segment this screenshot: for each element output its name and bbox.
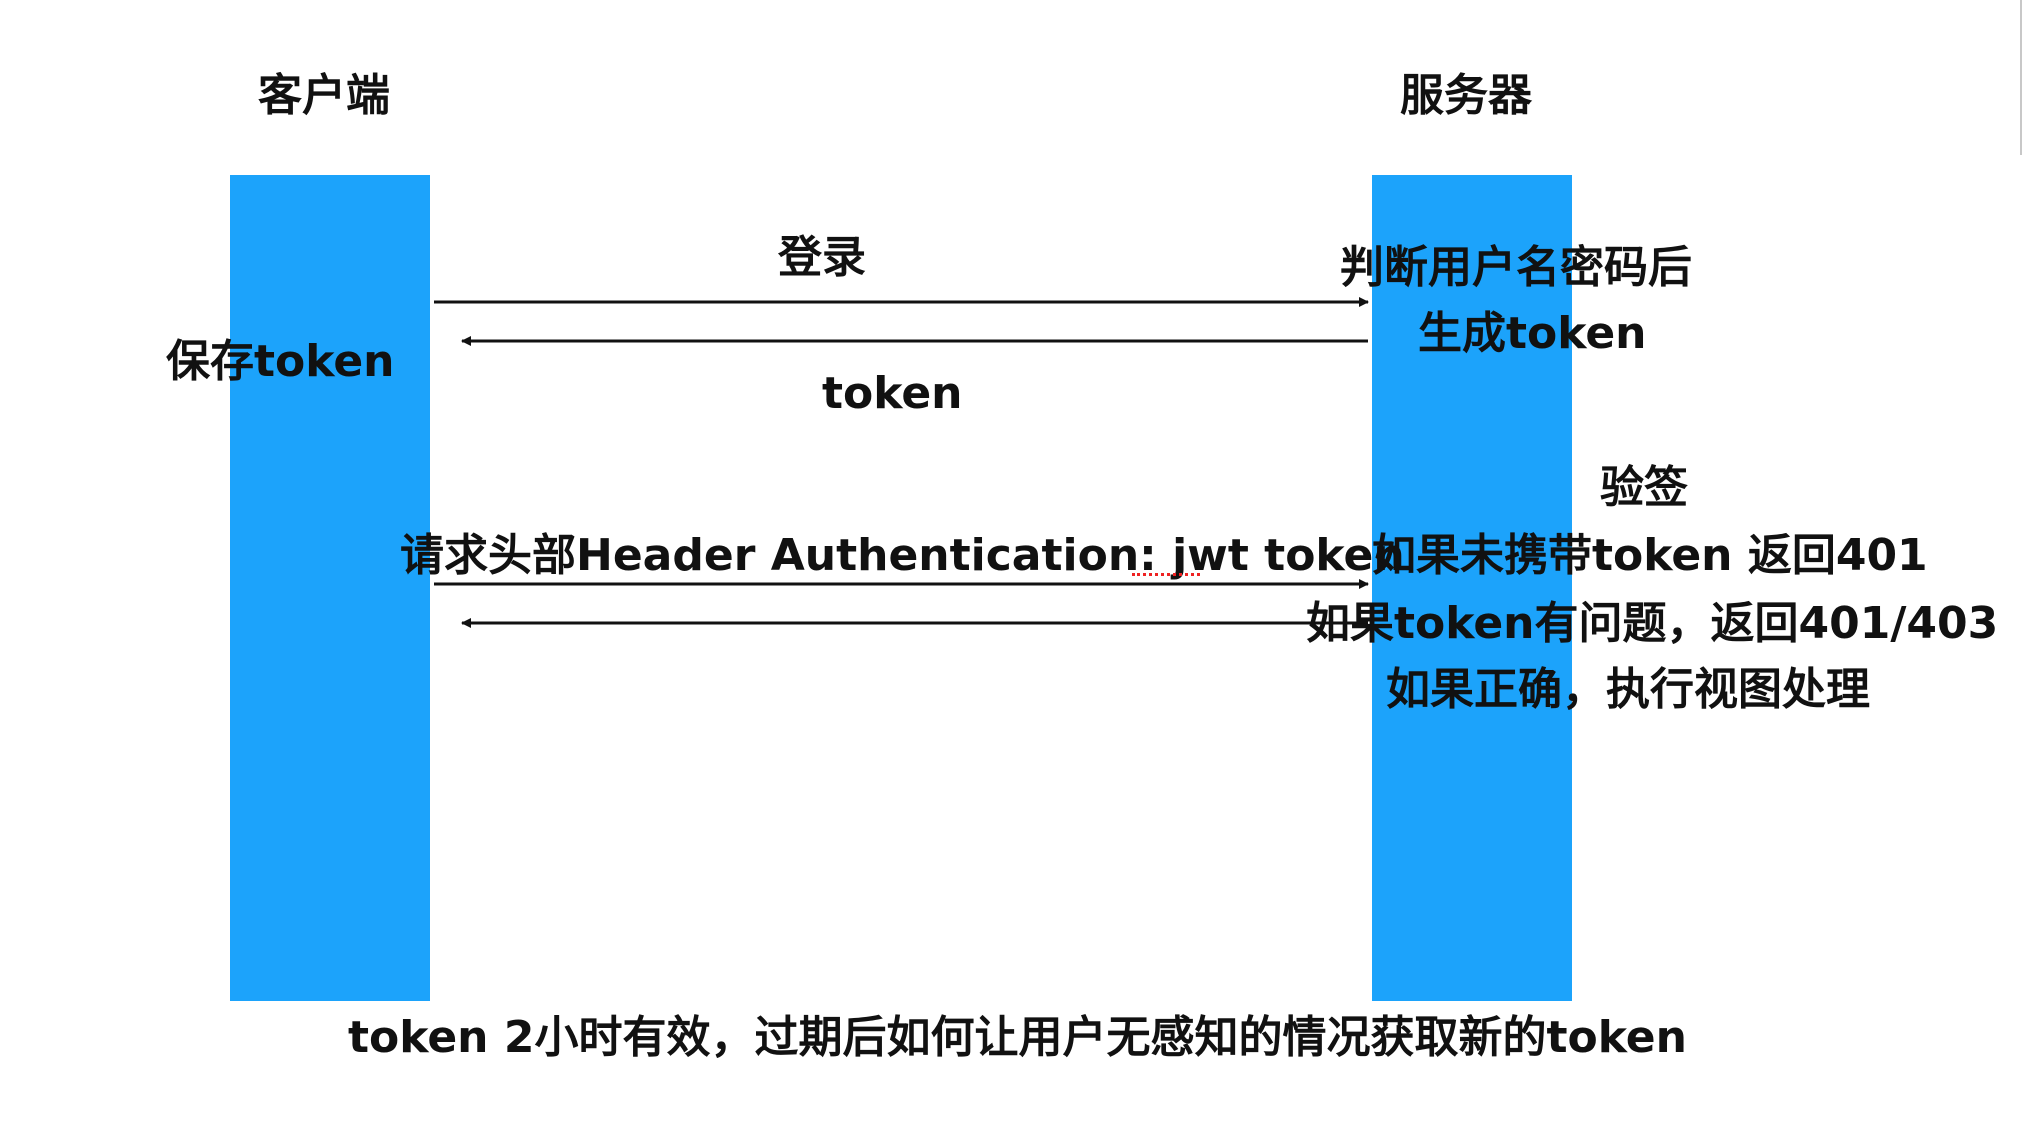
server-lifeline bbox=[1372, 175, 1572, 1001]
client-save-token: 保存token bbox=[166, 336, 395, 387]
server-title: 服务器 bbox=[1400, 70, 1532, 121]
ok-execute-label: 如果正确，执行视图处理 bbox=[1386, 664, 1870, 715]
window-edge-divider bbox=[2020, 0, 2022, 155]
login-label: 登录 bbox=[778, 232, 866, 283]
token-label: token bbox=[822, 368, 963, 419]
client-title: 客户端 bbox=[258, 70, 390, 121]
server-verify-line2: 生成token bbox=[1418, 308, 1647, 359]
verify-signature-label: 验签 bbox=[1600, 462, 1688, 513]
client-lifeline bbox=[230, 175, 430, 1001]
no-token-return-label: 如果未携带token 返回401 bbox=[1372, 530, 1928, 581]
request-header-label: 请求头部Header Authentication: jwt token bbox=[400, 530, 1405, 581]
spellcheck-underline bbox=[1132, 569, 1200, 576]
bad-token-return-label: 如果token有问题，返回401/403 bbox=[1306, 598, 1999, 649]
footer-question: token 2小时有效，过期后如何让用户无感知的情况获取新的token bbox=[348, 1012, 1687, 1063]
server-verify-line1: 判断用户名密码后 bbox=[1340, 242, 1692, 293]
